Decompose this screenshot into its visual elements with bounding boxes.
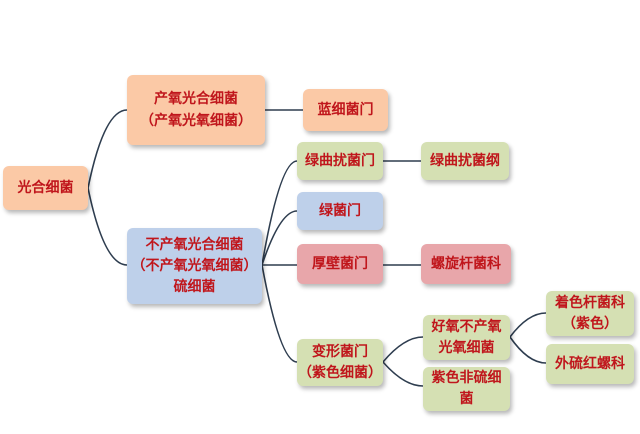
connector-root-to-anoxygenic [87,187,128,266]
node-label-line1: 着色杆菌科 [555,294,625,311]
node-label: 绿曲扰菌门 [305,153,375,169]
node-label-line2: 菌 [459,391,474,407]
node-aerobic-anoxygenic-bacteria: 好氧不产氧 光氧细菌 [423,315,510,360]
node-label-line2: （紫色细菌） [298,364,382,381]
node-label: 厚壁菌门 [312,256,368,272]
connector-aerobic-to-chromatiaceae [509,312,547,338]
node-chromatiaceae: 着色杆菌科 （紫色） [546,291,634,336]
node-firmicutes: 厚壁菌门 [297,244,383,284]
node-label-line2: （不产氧光氧细菌） [131,257,258,274]
node-purple-nonsulfur-bacteria: 紫色非硫细 菌 [423,367,510,411]
connector-proteobacteria-to-aerobic [382,336,424,363]
node-label-line1: 好氧不产氧 [431,318,502,335]
node-chloroflexi: 绿曲扰菌门 [297,142,383,180]
connector-anoxygenic-to-chlorobi [261,210,298,266]
node-label-line1: 紫色非硫细 [431,370,502,386]
node-label-line1: 产氧光合细菌 [154,91,238,107]
node-label: 蓝细菌门 [317,102,374,118]
node-label-line2: （产氧光氧细菌） [140,113,252,129]
node-cyanobacteria: 蓝细菌门 [303,89,388,131]
node-label-line1: 不产氧光合细菌 [145,236,244,253]
node-oxygenic-photosynthetic-bacteria: 产氧光合细菌 （产氧光氧细菌） [127,75,265,145]
node-anoxygenic-photosynthetic-bacteria: 不产氧光合细菌 （不产氧光氧细菌） 硫细菌 [127,228,262,304]
node-photosynthetic-bacteria: 光合细菌 [3,166,88,210]
node-label: 绿曲扰菌纲 [430,153,500,169]
node-ectothiorhodospiraceae: 外硫红螺科 [546,344,634,384]
connector-anoxygenic-to-proteobacteria [261,264,298,363]
connector-proteobacteria-to-purplenonsulfur [382,361,424,387]
node-label-line3: 硫细菌 [173,278,216,295]
node-heliobacteriaceae: 螺旋杆菌科 [421,244,511,284]
node-chloroflexi-class: 绿曲扰菌纲 [421,142,509,180]
node-label-line2: （紫色） [562,315,618,332]
node-label: 绿菌门 [319,203,361,219]
connector-anoxygenic-to-chloroflexi [261,160,298,266]
node-label-line1: 变形菌门 [312,343,368,360]
node-proteobacteria: 变形菌门 （紫色细菌） [297,339,383,386]
node-chlorobi: 绿菌门 [297,192,383,230]
connector-aerobic-to-ectothiorhodospiraceae [509,336,547,364]
node-label: 螺旋杆菌科 [431,256,501,272]
node-label-line2: 光氧细菌 [438,339,495,356]
connector-root-to-oxygenic [87,109,128,189]
node-label: 外硫红螺科 [555,356,625,372]
node-label: 光合细菌 [17,180,74,196]
